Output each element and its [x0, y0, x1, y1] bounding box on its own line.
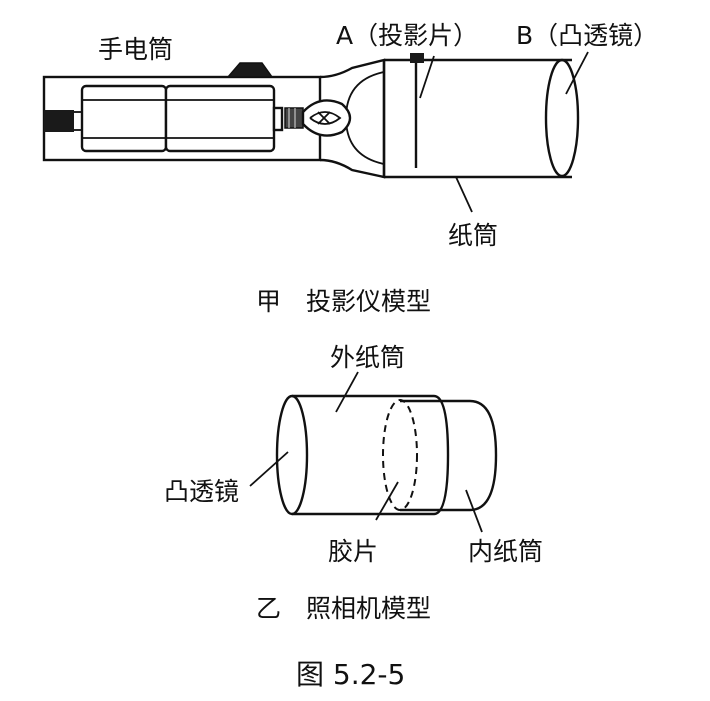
caption-projector: 甲 投影仪模型: [256, 287, 431, 316]
paper-tube: [382, 53, 580, 179]
camera-model: 外纸筒 凸透镜 胶片 内纸筒 乙 照相机模型: [164, 343, 543, 623]
outer-tube: [292, 394, 450, 516]
label-slide-a: A（投影片）: [336, 21, 478, 50]
battery: [80, 84, 168, 153]
label-flashlight: 手电筒: [98, 35, 173, 64]
label-convex-lens: 凸透镜: [164, 477, 239, 506]
figure-number: 图 5.2-5: [296, 658, 405, 691]
flashlight: [42, 58, 386, 179]
battery: [164, 84, 284, 153]
inner-tube: [400, 399, 498, 512]
convex-lens-b: [544, 58, 580, 178]
bulb: [284, 99, 352, 137]
convex-lens: [275, 394, 309, 516]
caption-camera: 乙 照相机模型: [256, 594, 431, 623]
film: [382, 399, 418, 511]
projector-model: 手电筒 A（投影片） B（凸透镜） 纸筒 甲 投影仪模型: [42, 21, 658, 316]
label-inner-tube: 内纸筒: [468, 537, 543, 566]
label-lens-b: B（凸透镜）: [516, 21, 658, 50]
label-paper-tube: 纸筒: [448, 221, 498, 250]
label-outer-tube: 外纸筒: [330, 343, 405, 372]
label-film: 胶片: [328, 537, 378, 566]
